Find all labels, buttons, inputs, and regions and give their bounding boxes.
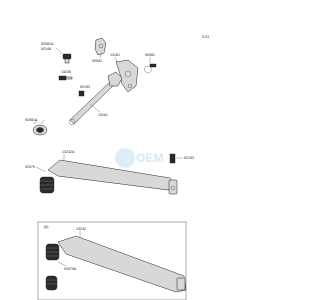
clamp-piece <box>94 37 107 59</box>
bolt-assembly-top <box>55 47 72 64</box>
label-13242a: 13242A <box>62 150 75 154</box>
label-13236: 13236 <box>61 70 71 74</box>
bolt-92153b <box>169 153 183 164</box>
label-92153b: 92153 <box>184 156 194 160</box>
label-13161-mid: 13161 <box>98 113 108 117</box>
label-92081a: 92081A <box>41 42 54 46</box>
label-92081: 92081 <box>92 59 102 63</box>
bolt-13236 <box>58 75 73 81</box>
oil-seal <box>32 119 48 136</box>
shift-pedal-lower <box>57 235 187 293</box>
label-13161-top: 13161 <box>110 53 120 57</box>
label-13242: 13242 <box>76 227 86 231</box>
inset-frame <box>37 221 187 300</box>
bolt-92153 <box>78 90 85 97</box>
label-92075a: 92075A <box>64 267 77 271</box>
shift-pedal-upper <box>47 159 178 195</box>
spring-clip <box>144 57 157 74</box>
label-92153: 92153 <box>80 85 90 89</box>
watermark-text: OEM <box>136 151 163 165</box>
label-92081a-seal: 92081A <box>25 118 38 122</box>
label-92075: 92075 <box>25 165 35 169</box>
watermark-logo: OEM <box>115 148 163 168</box>
inset-label: (6) <box>44 225 48 229</box>
shift-arm-bracket <box>115 59 139 93</box>
shift-shaft <box>68 71 123 126</box>
page-code: E119 <box>202 35 209 39</box>
label-92081b: 92081 <box>145 53 155 57</box>
pedal-rubber-lower <box>45 243 60 291</box>
pedal-rubber-upper <box>39 176 55 194</box>
label-92148: 92148 <box>41 47 51 51</box>
parts-diagram: E119 OEM 92081A 92148 92081 13161 92081 … <box>25 35 209 300</box>
